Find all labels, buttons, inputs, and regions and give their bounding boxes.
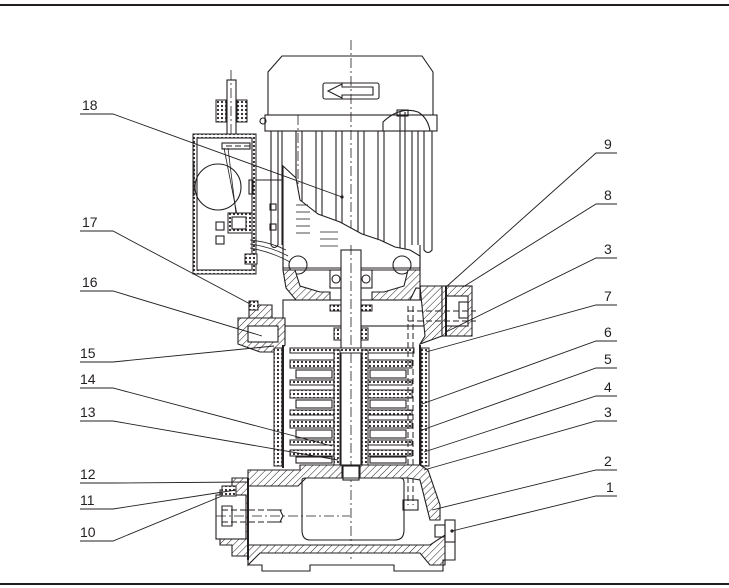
tie-bolt-nut xyxy=(402,499,419,511)
cable-gland xyxy=(236,99,248,123)
impeller-nut xyxy=(342,465,360,481)
callout-16: 16 xyxy=(82,274,98,290)
callout-14: 14 xyxy=(80,371,96,387)
inlet-flange-bore xyxy=(215,494,247,540)
leader-16 xyxy=(80,290,263,337)
leader-12 xyxy=(80,481,249,484)
leader-11 xyxy=(80,489,237,510)
callout-10: 10 xyxy=(80,524,96,540)
leader-1 xyxy=(451,495,617,532)
drain-plug-head xyxy=(434,524,446,538)
leader-8 xyxy=(462,203,617,288)
callout-3-upper: 3 xyxy=(604,241,612,257)
outlet-plug xyxy=(458,301,469,319)
callout-9: 9 xyxy=(604,136,612,152)
rotation-arrow-plate xyxy=(322,82,380,100)
rim-bolt-icon xyxy=(259,117,267,125)
leader-3b xyxy=(423,420,617,471)
leader-6 xyxy=(421,340,617,405)
callout-5: 5 xyxy=(604,351,612,367)
base-top xyxy=(247,464,343,487)
callout-12: 12 xyxy=(80,466,96,482)
callout-2: 2 xyxy=(604,453,612,469)
leader-4 xyxy=(423,395,617,453)
base-floor xyxy=(247,533,446,567)
callout-13: 13 xyxy=(80,404,96,420)
leader-14 xyxy=(80,387,333,447)
conduit-tube xyxy=(226,79,237,137)
leader-17 xyxy=(80,230,253,306)
stage-2 xyxy=(289,389,413,416)
stage-stack xyxy=(273,306,430,505)
base-top-right xyxy=(359,464,441,521)
callout-4: 4 xyxy=(604,379,612,395)
cable-gland xyxy=(215,99,227,123)
leader-3a xyxy=(445,257,617,333)
leader-10 xyxy=(80,495,223,542)
callout-15: 15 xyxy=(80,345,96,361)
leader-5 xyxy=(421,367,617,431)
winding-lines xyxy=(296,204,338,247)
base-casing xyxy=(215,464,456,572)
callout-3-lower: 3 xyxy=(604,404,612,420)
leader-18 xyxy=(80,113,343,198)
leader-2 xyxy=(431,469,617,511)
terminal-screw xyxy=(215,221,225,231)
callout-8: 8 xyxy=(604,187,612,203)
rotation-arrow-icon xyxy=(326,83,374,99)
bearing-lug-left xyxy=(288,255,308,275)
junction-box xyxy=(192,70,291,275)
callout-18: 18 xyxy=(82,97,98,113)
inlet-plug xyxy=(221,505,233,527)
leader-lines xyxy=(80,113,617,542)
leader-15 xyxy=(80,345,275,363)
outer-sleeve-right xyxy=(420,347,430,467)
callout-6: 6 xyxy=(604,324,612,340)
base-outline xyxy=(247,486,456,572)
terminal-hood xyxy=(382,109,431,132)
flange-seal xyxy=(248,300,259,311)
pressure-gauge-dial xyxy=(194,163,242,211)
motor xyxy=(259,55,438,275)
leader-13 xyxy=(80,420,339,461)
inlet-chamber xyxy=(301,477,405,541)
outlet-casting xyxy=(418,285,443,346)
callout-7: 7 xyxy=(604,288,612,304)
stage-4 xyxy=(289,449,413,464)
callout-17: 17 xyxy=(82,214,98,230)
outer-sleeve-left xyxy=(273,347,283,467)
tie-rod-head xyxy=(396,109,409,117)
stool-casting xyxy=(282,269,331,301)
callout-1: 1 xyxy=(606,479,614,495)
callout-labels-left: 18 17 16 15 14 13 12 11 10 xyxy=(80,97,98,540)
callout-11: 11 xyxy=(80,492,95,508)
bearing-lug-right xyxy=(392,255,412,275)
stage-1 xyxy=(289,359,413,386)
motor-stool xyxy=(237,269,476,353)
leader-7 xyxy=(425,304,617,353)
callout-labels-right: 9 8 3 7 6 5 4 3 2 1 xyxy=(604,136,614,495)
terminal-screw xyxy=(215,235,225,245)
leader-9 xyxy=(445,152,617,288)
fan-cover xyxy=(267,55,434,116)
